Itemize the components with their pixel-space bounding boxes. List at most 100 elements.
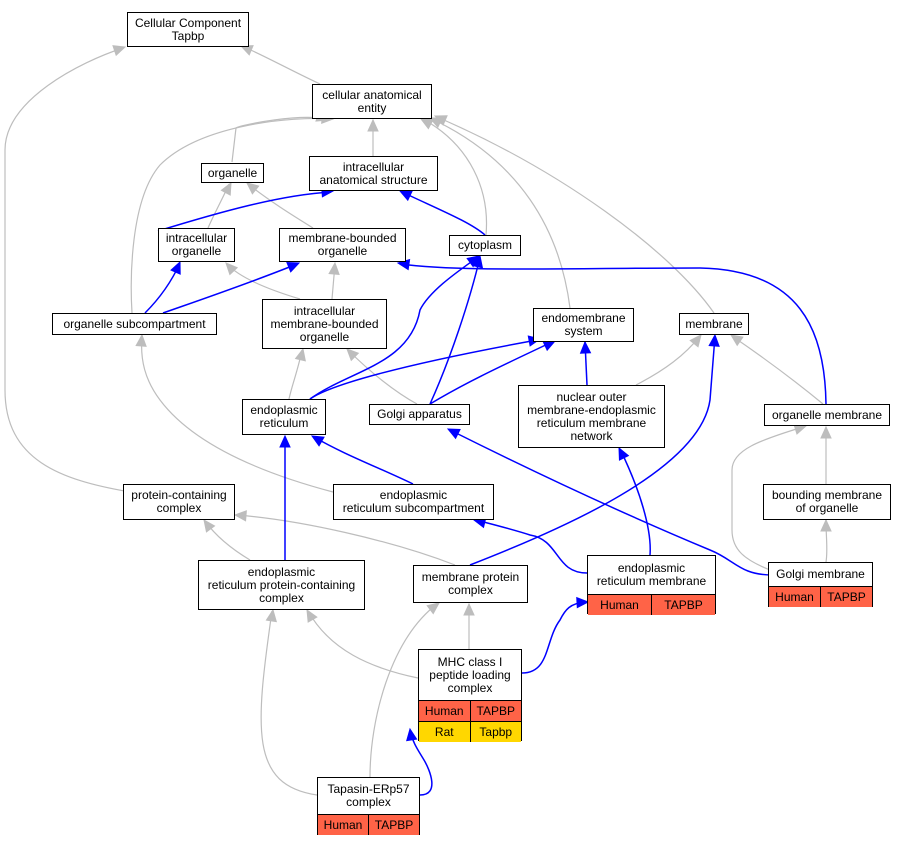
isa-edge [635,335,701,386]
node-label: intracellular membrane-bounded organelle [270,303,379,344]
node-label: organelle subcompartment [63,316,206,331]
isa-edge [247,183,314,229]
node-orgmem[interactable]: organelle membrane [764,404,890,426]
isa-edge [260,610,318,796]
node-cytoplasm[interactable]: cytoplasm [449,235,521,256]
species-cell: Human [424,703,464,718]
arrowhead-icon [170,260,181,275]
isa-edge [731,335,824,405]
relation-edge [162,263,298,314]
relation-edge [157,191,332,232]
node-io[interactable]: intracellular organelle [158,228,235,262]
arrowhead-icon [689,334,702,348]
node-organelle[interactable]: organelle [201,163,264,183]
node-label: endoplasmic reticulum subcompartment [342,488,485,515]
annotation-row: Human TAPBP [419,700,521,721]
relation-edge [475,519,588,574]
arrowhead-icon [708,333,720,347]
arrowhead-icon [306,608,318,623]
arrowhead-icon [239,45,254,56]
isa-edge [226,263,301,300]
node-label: endomembrane system [541,311,626,338]
arrowhead-icon [820,425,832,439]
species-cell: Human [600,597,639,612]
arrowhead-icon [471,254,484,269]
arrowhead-icon [265,608,278,623]
node-imbo[interactable]: intracellular membrane-bounded organelle [262,299,387,349]
arrowhead-icon [542,340,557,352]
node-cae[interactable]: cellular anatomical entity [312,84,432,119]
node-nome[interactable]: nuclear outer membrane-endoplasmic retic… [518,385,665,448]
isa-edge [130,117,334,314]
arrowhead-icon [286,261,301,273]
relation-edge [469,335,716,566]
isa-edge [140,335,334,493]
arrowhead-icon [294,347,306,362]
arrowhead-icon [246,182,260,195]
node-cc-tapbp[interactable]: Cellular Component Tapbp [127,12,249,47]
arrowhead-icon [576,596,590,609]
node-mbo[interactable]: membrane-bounded organelle [279,228,406,262]
arrowhead-icon [463,602,475,616]
arrowhead-icon [346,348,360,362]
node-label: endoplasmic reticulum [250,403,318,430]
arrowhead-icon [406,727,418,742]
node-label: organelle membrane [771,407,883,422]
relation-edge [429,256,481,405]
node-pcc[interactable]: protein-containing complex [123,484,235,520]
arrowhead-icon [730,334,744,347]
species-cell: Human [323,817,363,832]
arrowhead-icon [367,118,379,132]
node-label: endoplasmic reticulum membrane [596,561,707,588]
node-ias[interactable]: intracellular anatomical structure [309,156,438,191]
arrowhead-icon [820,518,832,532]
node-endomem[interactable]: endomembrane system [533,308,634,342]
arrowhead-icon [446,428,461,440]
relation-edge [449,429,773,576]
arrowhead-icon [225,262,239,276]
arrowhead-icon [112,45,127,57]
node-label: protein-containing complex [131,488,227,515]
species-cell: Rat [434,724,454,739]
arrowhead-icon [233,510,247,522]
isa-edge [731,426,804,571]
arrowhead-icon [328,261,340,275]
node-label: cytoplasm [457,238,513,252]
node-membrane[interactable]: membrane [679,313,749,335]
relation-edge [401,191,486,236]
node-osub[interactable]: organelle subcompartment [52,313,217,335]
arrowhead-icon [618,446,630,461]
isa-edge [4,47,131,493]
relation-edge [399,263,827,405]
node-label: Cellular Component Tapbp [134,15,242,43]
node-label: organelle [207,165,258,180]
isa-edge [436,116,715,314]
node-label: endoplasmic reticulum protein-containing… [207,564,356,605]
node-label: nuclear outer membrane-endoplasmic retic… [527,389,656,443]
isa-edge [429,117,571,309]
arrowhead-icon [426,602,440,615]
relation-edge [313,436,414,485]
node-bmo[interactable]: bounding membrane of organelle [763,484,891,520]
node-mpc[interactable]: membrane protein complex [413,565,528,603]
node-er[interactable]: endoplasmic reticulum [242,399,326,435]
node-erpcc[interactable]: endoplasmic reticulum protein-containing… [198,560,365,610]
gene-cell: Tapbp [469,722,522,742]
node-label: membrane protein complex [421,570,520,597]
annotation-row: Rat Tapbp [419,721,521,742]
node-ersub[interactable]: endoplasmic reticulum subcompartment [333,484,494,520]
node-label: bounding membrane of organelle [771,488,883,515]
node-golgi[interactable]: Golgi apparatus [369,404,470,425]
relation-edge [309,256,479,400]
relation-edge [309,339,538,400]
node-label: Golgi apparatus [377,407,462,421]
gene-cell: TAPBP [469,701,522,721]
